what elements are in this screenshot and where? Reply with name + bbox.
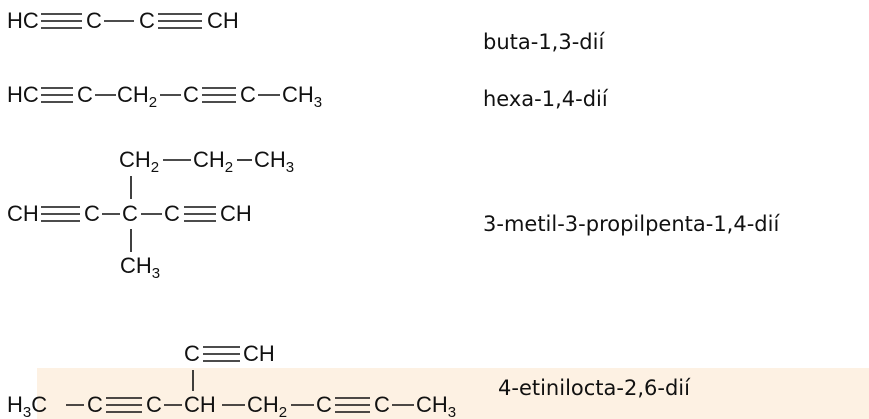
formula-c1-hc: HC (7, 8, 39, 33)
formula-c2-ch3: CH3 (282, 82, 323, 111)
compound-name-3: 3-metil-3-propilpenta-1,4-dií (483, 212, 780, 236)
highlight-band (37, 368, 869, 419)
formula-c2-c1: C (77, 82, 93, 107)
formula-c1-ch: CH (207, 8, 239, 33)
formula-c2-ch2: CH2 (117, 82, 158, 111)
formula-c4-c4: C (374, 392, 390, 417)
compound-name-4: 4-etinilocta-2,6-dií (498, 376, 690, 400)
formula-c4-ch-top: CH (243, 341, 275, 366)
formula-c4-h3c: H3C (7, 392, 48, 419)
formula-c3-ch2-b: CH2 (193, 147, 234, 176)
formula-c4-ch3: CH3 (416, 392, 457, 419)
formula-c4-c-top: C (184, 341, 200, 366)
formula-c2-c3: C (240, 82, 256, 107)
formula-c4-c1: C (87, 392, 103, 417)
formula-c3-ch2-a: CH2 (119, 147, 160, 176)
compound-name-2: hexa-1,4-dií (483, 87, 608, 111)
formula-c4-c2: C (146, 392, 162, 417)
bonds-compound-3 (41, 159, 252, 252)
formula-c3-ch3-top: CH3 (254, 147, 295, 176)
formula-c1-c2: C (139, 8, 155, 33)
formula-c4-c3: C (316, 392, 332, 417)
formula-c3-c1: C (84, 201, 100, 226)
formula-c4-ch: CH (184, 392, 216, 417)
bonds-compound-2 (41, 87, 280, 103)
formula-c4-ch2: CH2 (247, 392, 288, 419)
compound-name-1: buta-1,3-dií (483, 30, 605, 54)
formula-c3-ch-left: CH (7, 201, 39, 226)
formula-c3-ch3-bottom: CH3 (120, 253, 161, 282)
bonds-compound-4 (66, 346, 414, 413)
bonds-compound-1 (41, 13, 202, 29)
formula-c3-c2: C (164, 201, 180, 226)
formula-c1-c1: C (86, 8, 102, 33)
formula-c3-ch-right: CH (220, 201, 252, 226)
formula-c3-c-quaternary: C (122, 201, 138, 226)
formula-c2-c2: C (183, 82, 199, 107)
formula-c2-hc: HC (7, 82, 39, 107)
